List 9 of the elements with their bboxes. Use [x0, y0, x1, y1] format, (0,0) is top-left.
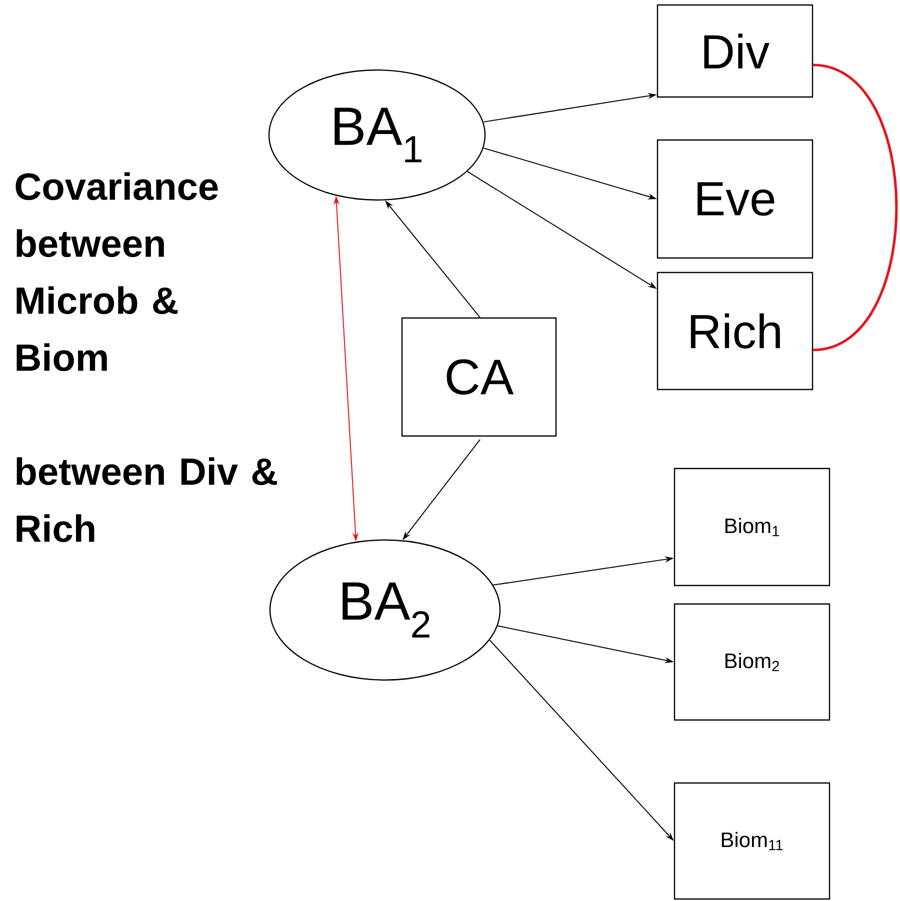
indicator-box: Biom$_{1}$	[674, 468, 830, 586]
indicator-box: Biom$_{11}$	[674, 782, 830, 900]
indicator-box: Rich	[656, 272, 814, 390]
note-text: Covariance between Microb & Biom	[16, 172, 218, 372]
curved-connector	[812, 64, 898, 352]
indicator-box: Div	[656, 4, 814, 98]
indicator-box: Eve	[656, 139, 814, 259]
indicator-box: Biom$_{2}$	[674, 603, 830, 721]
covariate-box: CA	[401, 317, 557, 437]
